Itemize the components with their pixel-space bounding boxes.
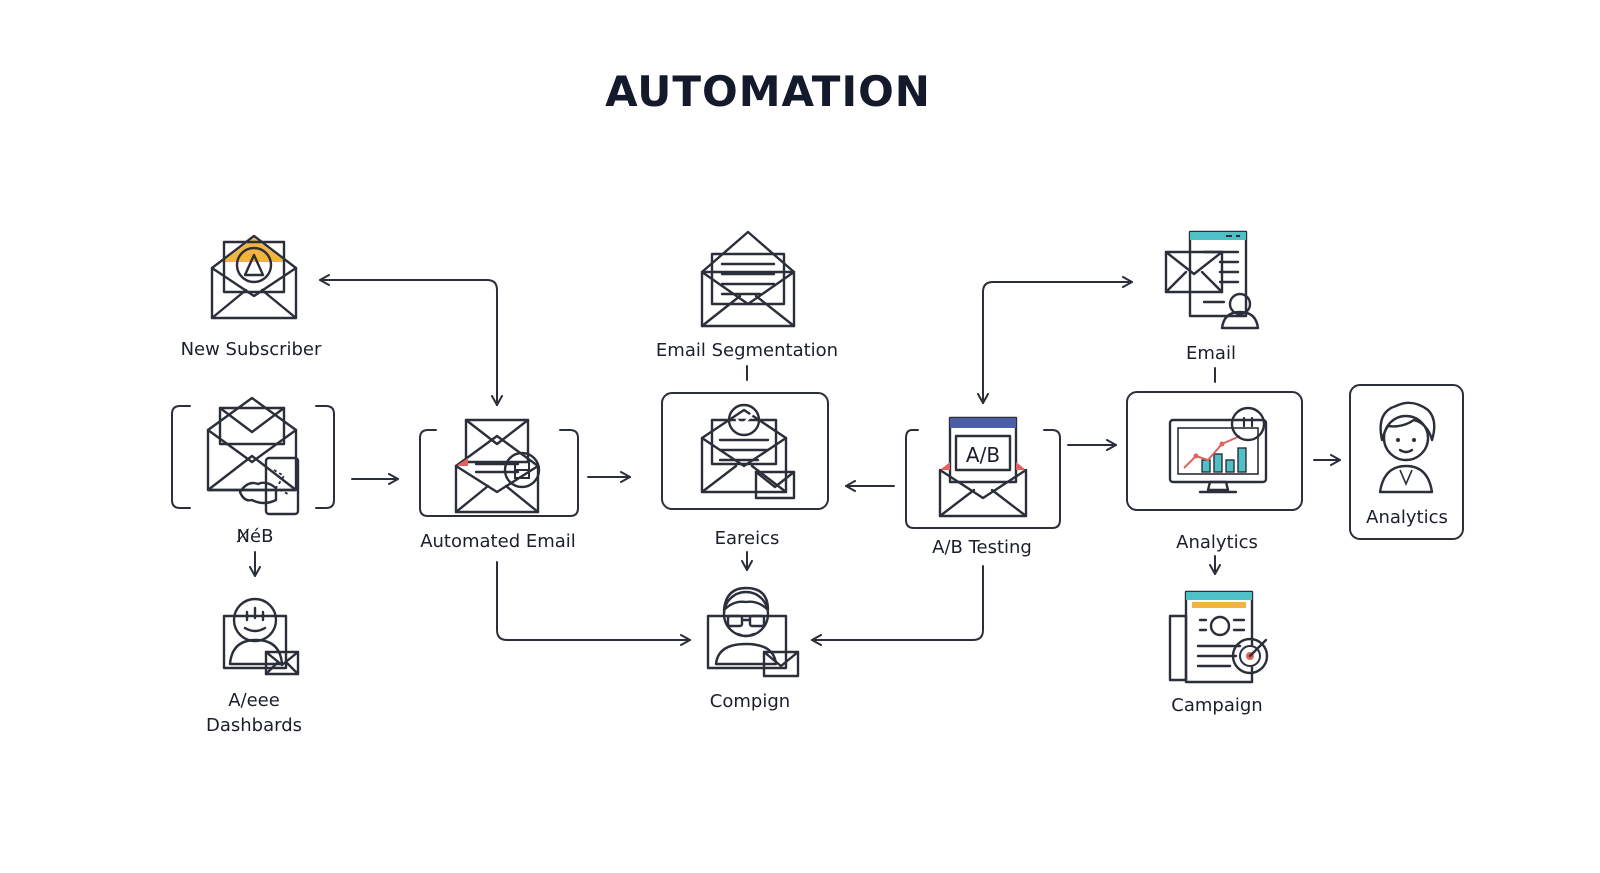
connectors xyxy=(249,274,1341,646)
node-analytics-monitor: Analytics xyxy=(1126,391,1303,553)
envelope-stack-icon xyxy=(454,418,541,514)
node-label: Email Segmentation xyxy=(656,340,838,361)
node-label: Compign xyxy=(710,691,790,712)
envelope-check-icon xyxy=(700,403,796,500)
document-mail-icon xyxy=(1164,230,1260,330)
avatar-icon xyxy=(1378,401,1436,494)
node-label: A/B Testing xyxy=(932,537,1032,558)
node-label: Campaign xyxy=(1171,695,1262,716)
node-label: Automated Email xyxy=(420,531,576,552)
node-analytics-person: Analytics xyxy=(1349,384,1464,540)
node-label: N̸éB xyxy=(236,526,273,547)
arrow-ab-to-compign xyxy=(811,565,984,646)
envelope-puzzle-icon xyxy=(206,396,300,516)
person-mail-icon xyxy=(706,586,800,678)
diagram-title: AUTOMATION xyxy=(605,67,931,116)
node-label: New Subscriber xyxy=(181,339,322,360)
bracket-frame xyxy=(419,429,579,517)
node-compign: Compign xyxy=(706,586,800,712)
node-new-subscriber: New Subscriber xyxy=(181,234,322,360)
ab-badge-text: A/B xyxy=(966,443,1000,467)
arrow-automated-to-newsub xyxy=(319,274,498,406)
node-dashboards: A/eee Dashbards xyxy=(206,597,302,736)
face-mail-icon xyxy=(222,597,300,676)
chart-monitor-icon xyxy=(1168,406,1268,494)
node-nvb: N̸éB xyxy=(171,396,335,547)
node-label: Eareics xyxy=(715,528,780,549)
node-ab-testing: A/B A/B Testing xyxy=(905,416,1061,558)
node-label: Analytics xyxy=(1176,532,1258,553)
bracket-frame xyxy=(171,405,335,509)
envelope-badge-icon xyxy=(210,234,298,320)
bracket-frame xyxy=(905,429,1061,529)
node-label-line1: A/eee xyxy=(228,690,280,711)
node-label-line2: Dashbards xyxy=(206,715,302,736)
node-label: Analytics xyxy=(1366,507,1448,528)
arrow-ab-to-email xyxy=(982,276,1133,404)
node-email-segmentation: Email Segmentation xyxy=(656,230,838,361)
ab-envelope-icon: A/B xyxy=(938,416,1028,518)
node-label: Email xyxy=(1186,343,1236,364)
node-campaign: Campaign xyxy=(1168,590,1269,716)
node-automated-email: Automated Email xyxy=(419,418,579,552)
node-eareics: Eareics xyxy=(661,392,829,549)
target-document-icon xyxy=(1168,590,1269,684)
arrow-automated-to-compign xyxy=(496,561,691,646)
node-email: Email xyxy=(1164,230,1260,364)
open-envelope-icon xyxy=(700,230,796,328)
